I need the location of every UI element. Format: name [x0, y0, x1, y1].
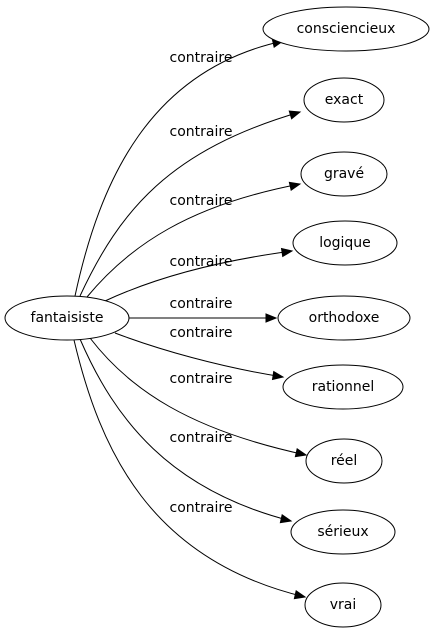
- edge-arrowhead: [293, 590, 307, 600]
- edge-line: [74, 40, 284, 297]
- edge-gravé: contraire: [86, 181, 302, 298]
- target-node-label: réel: [331, 453, 358, 469]
- target-node-label: vrai: [330, 597, 357, 613]
- edge-arrowhead: [280, 247, 294, 258]
- edge-line: [114, 332, 284, 378]
- edge-orthodoxe: contraire: [129, 296, 278, 323]
- target-node-rationnel[interactable]: rationnel: [282, 364, 404, 410]
- edge-label: contraire: [170, 430, 233, 446]
- target-node-shape: [300, 151, 388, 197]
- edge-line: [104, 250, 293, 302]
- target-node-vrai[interactable]: vrai: [304, 582, 382, 628]
- target-node-gravé[interactable]: gravé: [300, 151, 388, 197]
- target-node-shape: [292, 220, 398, 266]
- edge-line: [86, 183, 301, 298]
- edge-label: contraire: [170, 124, 233, 140]
- edge-sérieux: contraire: [79, 338, 293, 524]
- target-node-shape: [304, 582, 382, 628]
- target-node-sérieux[interactable]: sérieux: [290, 509, 396, 555]
- edge-consciencieux: contraire: [74, 38, 285, 297]
- edge-label: contraire: [170, 296, 233, 312]
- source-node-label: fantaisiste: [31, 310, 104, 326]
- target-node-shape: [290, 509, 396, 555]
- target-node-label: exact: [325, 92, 364, 108]
- edge-arrowhead: [288, 110, 302, 120]
- target-node-exact[interactable]: exact: [303, 77, 385, 123]
- edge-arrowhead: [294, 448, 308, 458]
- source-node-shape: [4, 295, 130, 341]
- edge-label: contraire: [170, 371, 233, 387]
- target-node-shape: [262, 6, 430, 52]
- edge-arrowhead: [271, 370, 285, 381]
- edge-label: contraire: [170, 500, 233, 516]
- edge-line: [73, 339, 306, 598]
- edge-arrowhead: [265, 313, 278, 323]
- target-node-label: gravé: [324, 166, 364, 182]
- edge-réel: contraire: [89, 337, 308, 458]
- target-node-label: orthodoxe: [309, 310, 380, 326]
- edge-line: [79, 338, 292, 522]
- edge-vrai: contraire: [73, 339, 307, 600]
- target-node-shape: [282, 364, 404, 410]
- target-node-consciencieux[interactable]: consciencieux: [262, 6, 430, 52]
- target-node-shape: [303, 77, 385, 123]
- target-node-shape: [277, 295, 411, 341]
- edge-exact: contraire: [79, 110, 302, 297]
- edge-label: contraire: [170, 325, 233, 341]
- target-node-label: consciencieux: [297, 21, 396, 37]
- target-node-label: logique: [319, 235, 371, 251]
- nodes-layer: fantaisiste consciencieux exact gravé logiq…: [4, 6, 430, 628]
- edge-rationnel: contraire: [114, 325, 285, 381]
- edge-line: [89, 337, 307, 456]
- target-node-réel[interactable]: réel: [305, 438, 383, 484]
- edge-label: contraire: [170, 193, 233, 209]
- target-node-shape: [305, 438, 383, 484]
- edge-line: [79, 111, 301, 297]
- edge-logique: contraire: [104, 247, 294, 302]
- edge-arrowhead: [279, 514, 293, 524]
- source-node[interactable]: fantaisiste: [4, 295, 130, 341]
- target-node-orthodoxe[interactable]: orthodoxe: [277, 295, 411, 341]
- edge-label: contraire: [170, 254, 233, 270]
- edge-arrowhead: [288, 181, 302, 191]
- edge-label: contraire: [170, 50, 233, 66]
- edges-layer: contraire contraire contraire contraire cont…: [73, 38, 308, 600]
- target-node-label: rationnel: [312, 379, 375, 395]
- target-node-logique[interactable]: logique: [292, 220, 398, 266]
- target-node-label: sérieux: [317, 524, 368, 540]
